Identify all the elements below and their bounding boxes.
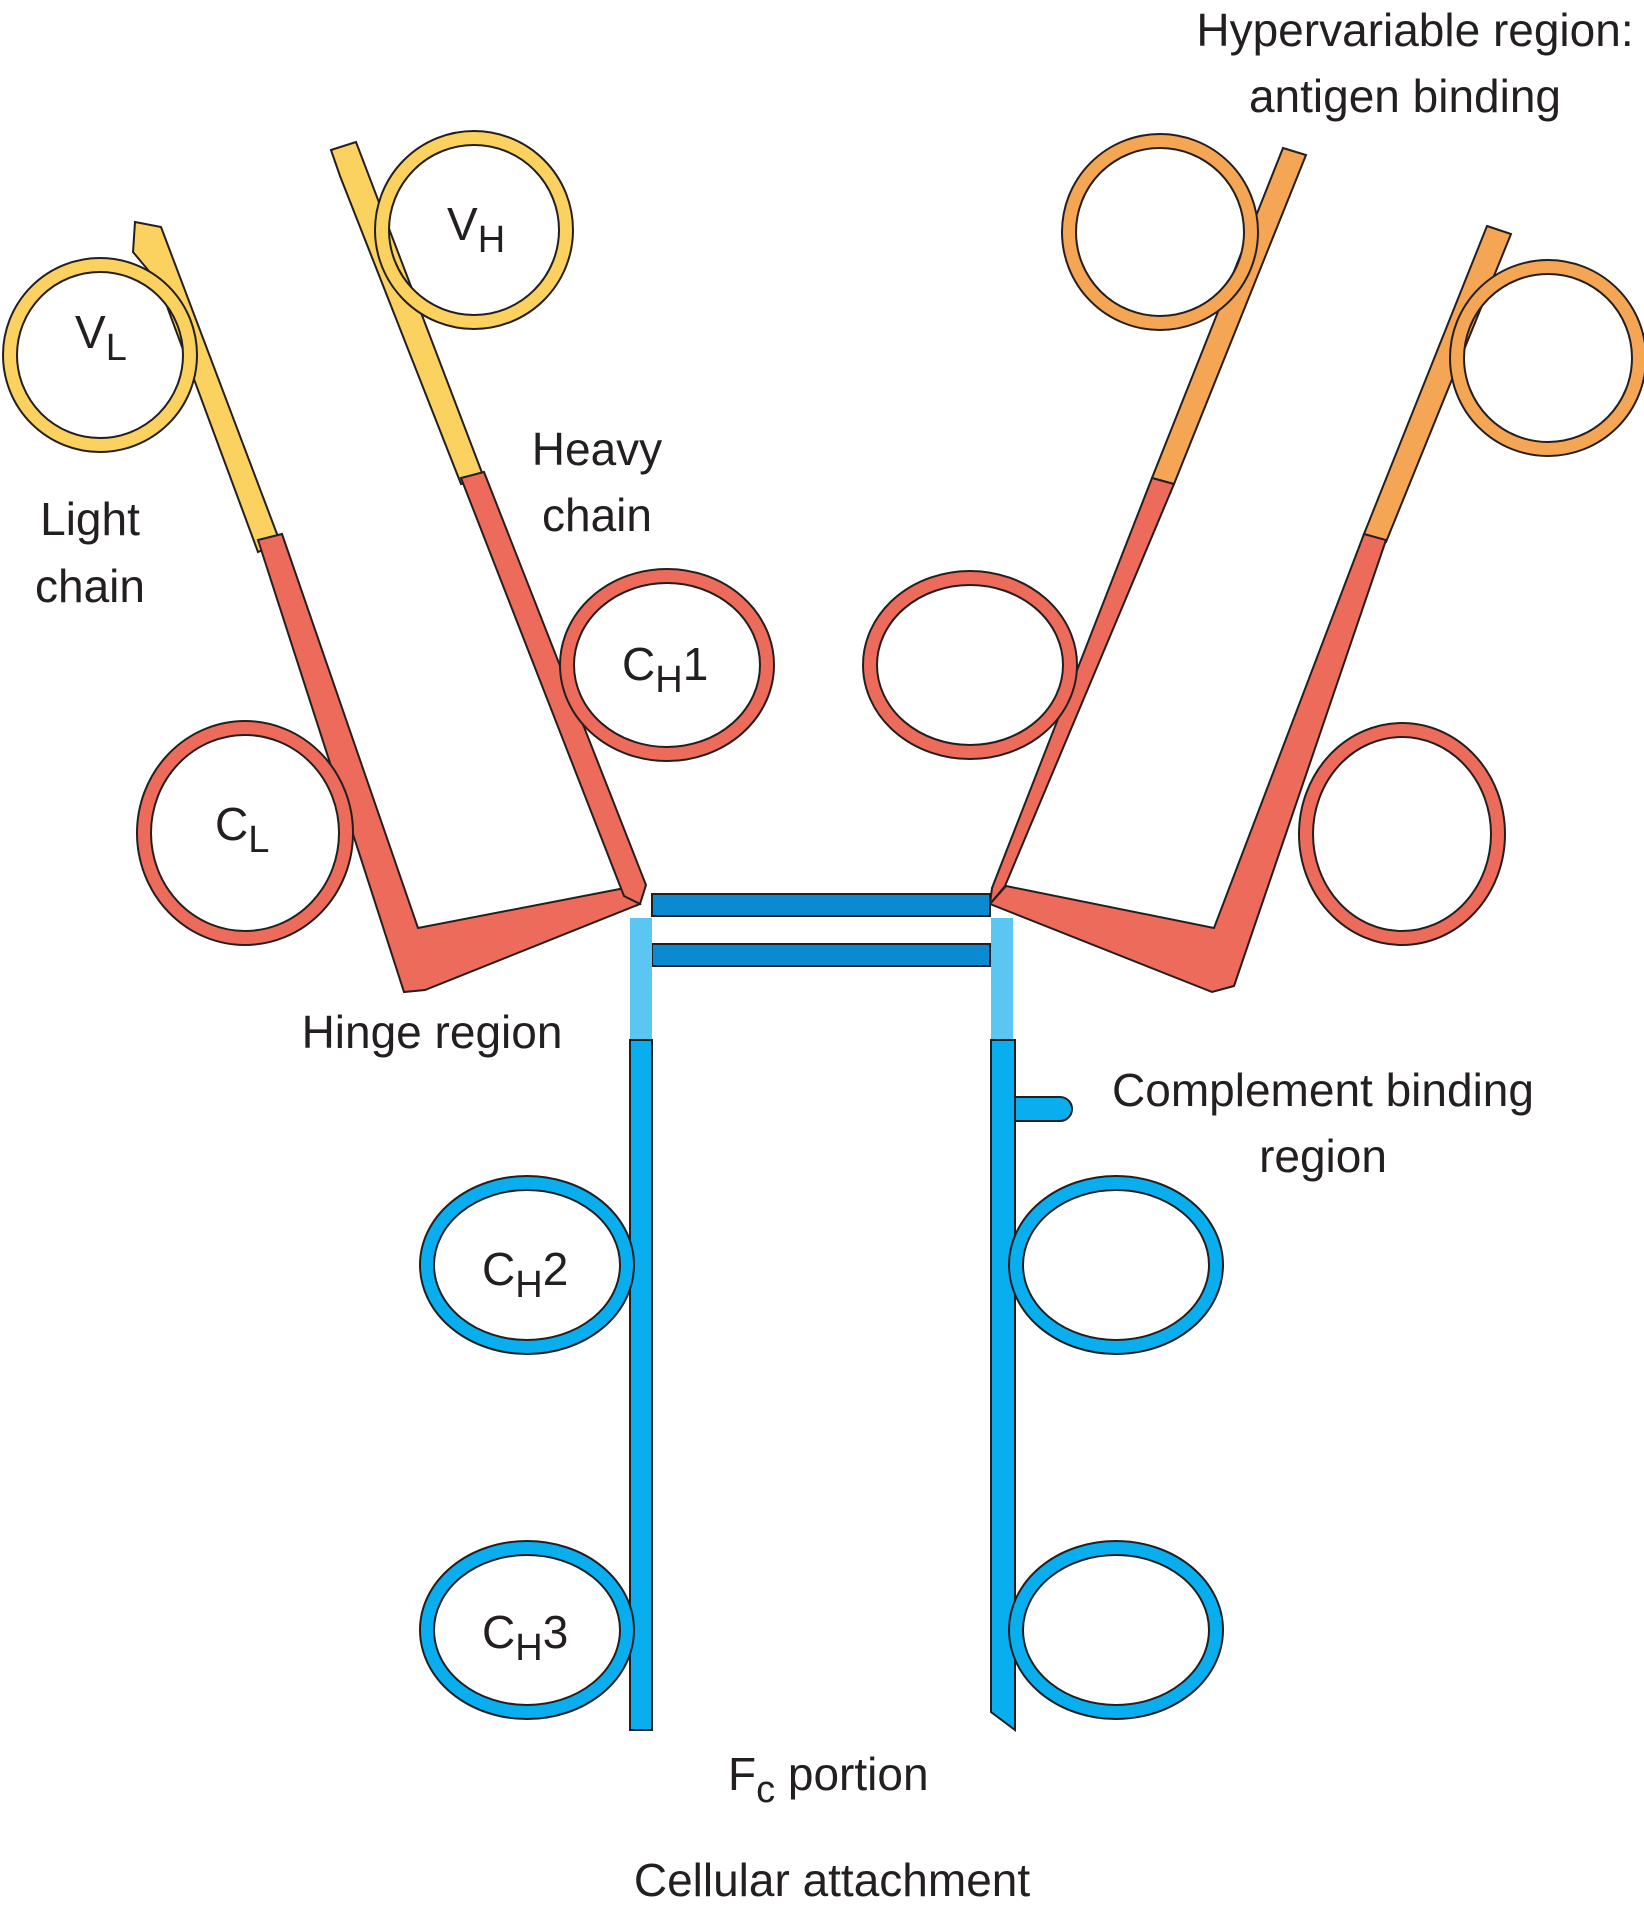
cl-domain-loop-inner-outline (150, 734, 340, 932)
right-light-chain-variable-stem (1362, 224, 1513, 544)
vh-domain-loop-inner-outline (388, 144, 560, 316)
ch1-domain-loop-outer-outline (559, 568, 775, 762)
right-vl-domain-loop-inner-outline (1463, 273, 1633, 443)
heavy-chain-label-line2: chain (542, 489, 652, 541)
cl-domain-loop (137, 721, 353, 945)
vh-domain-loop-outer-outline (374, 130, 574, 330)
right-heavy-chain-constant-stem (988, 476, 1176, 908)
right-heavy-chain (862, 133, 1308, 908)
right-vh-domain-loop (1062, 134, 1258, 330)
ch3-domain-loop-outer-outline (419, 1540, 635, 1720)
right-ch2-domain-loop (1009, 1176, 1223, 1354)
disulfide-bond-lower (651, 943, 991, 967)
hypervariable-label-line1: Hypervariable region: (1196, 4, 1633, 56)
left-heavy-chain (329, 130, 775, 906)
vh-domain-loop (375, 131, 573, 329)
complement-binding-knob (1014, 1096, 1073, 1122)
ch3-domain-label: CH3 (482, 1606, 568, 1669)
right-vl-domain-loop-outer-outline (1449, 259, 1644, 457)
right-vl-domain-loop (1450, 260, 1644, 456)
fc-portion (419, 1039, 1224, 1732)
fc-right-chain (990, 1039, 1016, 1732)
cl-domain-loop-outer-outline (136, 720, 354, 946)
right-light-chain (988, 224, 1644, 994)
vl-domain-label: VL (75, 306, 127, 369)
right-ch2-domain-loop-outer-outline (1008, 1175, 1224, 1355)
right-cl-domain-loop-inner-outline (1312, 736, 1492, 932)
left-heavy-chain-constant-stem (459, 470, 648, 906)
right-ch2-domain-loop-inner-outline (1022, 1189, 1210, 1341)
vl-domain-loop-outer-outline (2, 257, 198, 453)
ch2-domain-label: CH2 (482, 1243, 568, 1306)
right-ch1-domain-loop-outer-outline (862, 570, 1078, 760)
right-light-chain-constant-stem (988, 532, 1388, 994)
ch2-domain-loop-outer-outline (419, 1175, 635, 1355)
right-vh-domain-loop-inner-outline (1075, 147, 1245, 317)
left-hinge-link (630, 918, 652, 1040)
right-hinge-link (991, 918, 1013, 1040)
fc-left-chain (629, 1039, 653, 1731)
vh-domain-label: VH (447, 198, 505, 261)
right-vh-domain-loop-outer-outline (1061, 133, 1259, 331)
right-ch1-domain-loop (863, 571, 1077, 759)
vl-domain-loop-inner-outline (16, 271, 184, 439)
cl-domain-label: CL (215, 798, 269, 861)
cellular-attachment-label: Cellular attachment (634, 1854, 1031, 1906)
disulfide-bond-upper (651, 893, 991, 917)
hinge-region-label: Hinge region (302, 1006, 563, 1058)
complement-binding-label-line1: Complement binding (1112, 1064, 1534, 1116)
vl-domain-loop (3, 258, 197, 452)
complement-binding-label-line2: region (1259, 1130, 1387, 1182)
ch2-domain-loop-inner-outline (433, 1189, 621, 1341)
ch1-domain-loop-inner-outline (573, 582, 761, 748)
right-ch1-domain-loop-inner-outline (876, 584, 1064, 746)
right-cl-domain-loop-outer-outline (1298, 722, 1506, 946)
light-chain-label-line2: chain (35, 560, 145, 612)
left-light-chain (2, 220, 642, 994)
ch1-domain-loop (560, 569, 774, 761)
ch3-domain-loop-inner-outline (433, 1554, 621, 1706)
right-ch3-domain-loop-inner-outline (1022, 1554, 1210, 1706)
hypervariable-label-line2: antigen binding (1249, 70, 1561, 122)
ch3-domain-loop (420, 1541, 634, 1719)
ch1-domain-label: CH1 (622, 638, 708, 701)
heavy-chain-label-line1: Heavy (532, 423, 662, 475)
ch2-domain-loop (420, 1176, 634, 1354)
right-ch3-domain-loop (1009, 1541, 1223, 1719)
light-chain-label-line1: Light (40, 493, 140, 545)
right-ch3-domain-loop-outer-outline (1008, 1540, 1224, 1720)
fc-portion-label: Fc portion (728, 1748, 929, 1811)
left-light-chain-variable-stem (131, 220, 282, 554)
right-cl-domain-loop (1299, 723, 1505, 945)
hinge-disulfide-bonds (630, 893, 1013, 1040)
